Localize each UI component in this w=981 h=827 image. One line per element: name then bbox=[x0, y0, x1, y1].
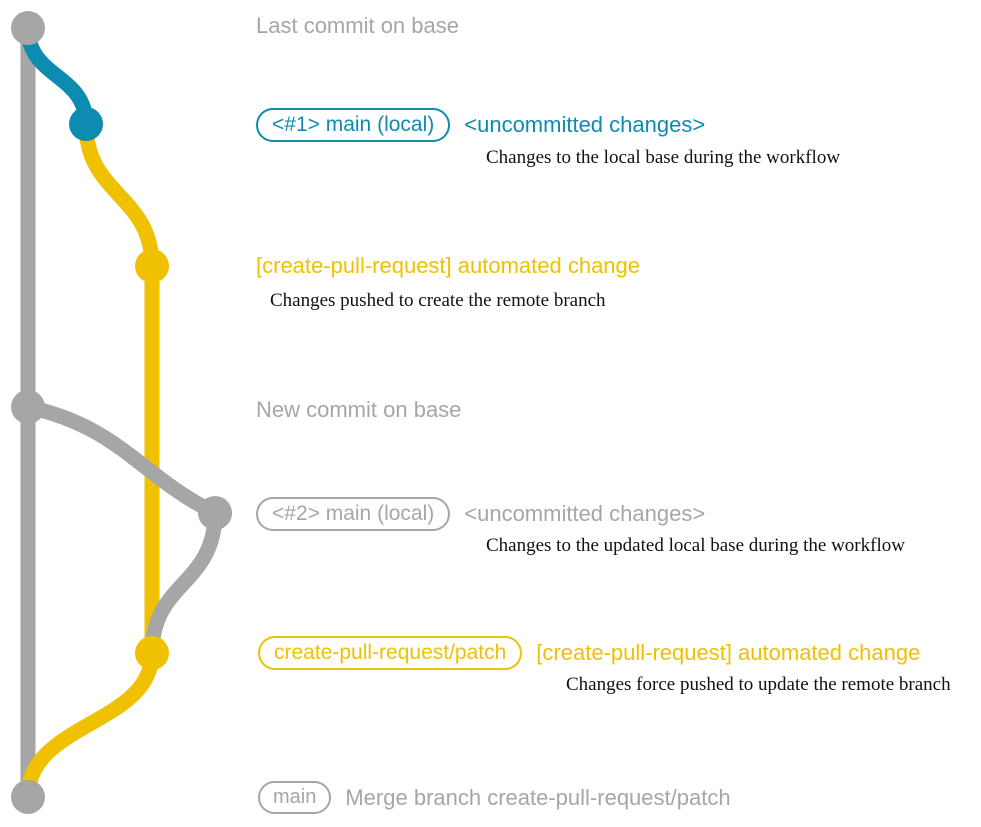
node-base-merge bbox=[11, 780, 45, 814]
badge-main[interactable]: main bbox=[258, 781, 332, 814]
node-local-commit-1 bbox=[69, 107, 103, 141]
event-merge-commit: main Merge branch create-pull-request/pa… bbox=[258, 781, 731, 814]
desc-local-changes-2: Changes to the updated local base during… bbox=[486, 535, 905, 556]
node-base-head bbox=[11, 11, 45, 45]
node-remote-commit-2 bbox=[135, 636, 169, 670]
label-last-commit-on-base: Last commit on base bbox=[256, 13, 459, 38]
badge-main-local-1[interactable]: <#1> main (local) bbox=[256, 108, 451, 142]
event-local-changes-1: <#1> main (local) <uncommitted changes> bbox=[256, 108, 705, 142]
edge-base-to-local-2 bbox=[20, 399, 223, 521]
label-new-commit-on-base: New commit on base bbox=[256, 397, 462, 422]
label-uncommitted-changes-1: <uncommitted changes> bbox=[464, 112, 706, 137]
edge-remote-2-to-merge bbox=[20, 645, 160, 805]
node-remote-commit-1 bbox=[135, 249, 169, 283]
node-base-new-commit bbox=[11, 390, 45, 424]
desc-local-changes-1: Changes to the local base during the wor… bbox=[486, 147, 841, 168]
event-local-changes-2: <#2> main (local) <uncommitted changes> bbox=[256, 497, 705, 531]
badge-create-pull-request-patch[interactable]: create-pull-request/patch bbox=[258, 636, 523, 670]
label-merge-commit-message: Merge branch create-pull-request/patch bbox=[345, 785, 731, 810]
badge-main-local-2[interactable]: <#2> main (local) bbox=[256, 497, 451, 531]
desc-automated-change-1: Changes pushed to create the remote bran… bbox=[270, 290, 606, 311]
event-automated-change-2: create-pull-request/patch [create-pull-r… bbox=[258, 636, 920, 670]
edge-local-2-to-remote-2 bbox=[144, 505, 223, 661]
edge-local-1-to-remote-1 bbox=[78, 116, 160, 274]
label-uncommitted-changes-2: <uncommitted changes> bbox=[464, 501, 706, 526]
desc-automated-change-2: Changes force pushed to update the remot… bbox=[566, 674, 951, 695]
label-automated-change-1: [create-pull-request] automated change bbox=[256, 253, 641, 278]
node-local-commit-2 bbox=[198, 496, 232, 530]
label-automated-change-2: [create-pull-request] automated change bbox=[536, 640, 921, 665]
